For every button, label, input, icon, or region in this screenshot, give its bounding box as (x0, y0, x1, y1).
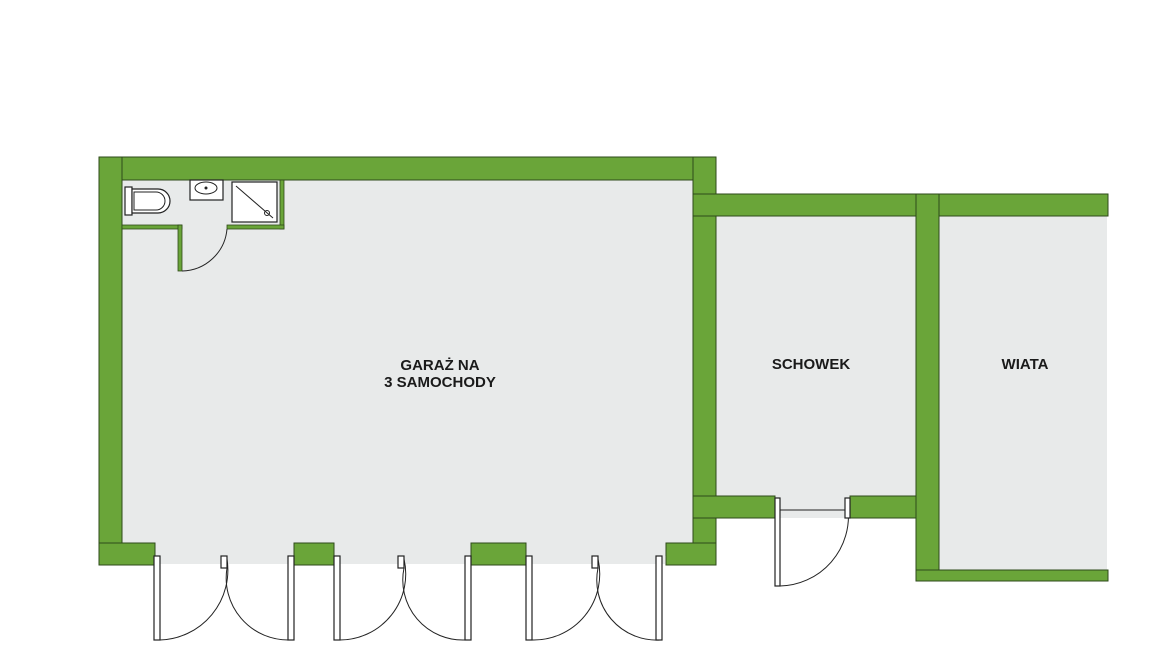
storage-door-threshold (775, 496, 850, 518)
storage-door (774, 497, 851, 587)
bathroom-door-swing (181, 228, 228, 272)
carport-wall-bottom (915, 569, 1109, 582)
bathroom-wall-right (279, 179, 285, 230)
garage-door-2 (333, 555, 472, 641)
toilet-icon (124, 186, 171, 216)
garage-wall-bottom-right (665, 542, 717, 566)
garage-door-1 (153, 555, 295, 641)
storage-wall-bottom-left (692, 495, 776, 519)
garage-label-line2: 3 SAMOCHODY (384, 374, 496, 391)
door-threshold-strip (155, 552, 665, 564)
shower-icon (231, 181, 278, 223)
carport-floor (939, 216, 1107, 570)
bathroom-door-jamb (177, 224, 183, 272)
garage-wall-left (98, 156, 123, 566)
storage-carport-partition (915, 193, 940, 581)
bathroom-wall-bottom-left (121, 224, 183, 230)
storage-label: SCHOWEK (772, 356, 851, 373)
garage-pier-1 (293, 542, 335, 566)
bathroom-wall-bottom-right (226, 224, 285, 230)
garage-label-line1: GARAŻ NA (400, 357, 479, 374)
garage-floor (122, 180, 693, 556)
carport-label: WIATA (1002, 356, 1049, 373)
garage-door-3 (525, 555, 663, 641)
outbuilding-wall-top (692, 193, 1109, 217)
sink-icon (189, 179, 224, 201)
storage-floor (716, 216, 916, 496)
garage-pier-2 (470, 542, 527, 566)
garage-wall-bottom-left (98, 542, 156, 566)
garage-wall-top (98, 156, 716, 181)
